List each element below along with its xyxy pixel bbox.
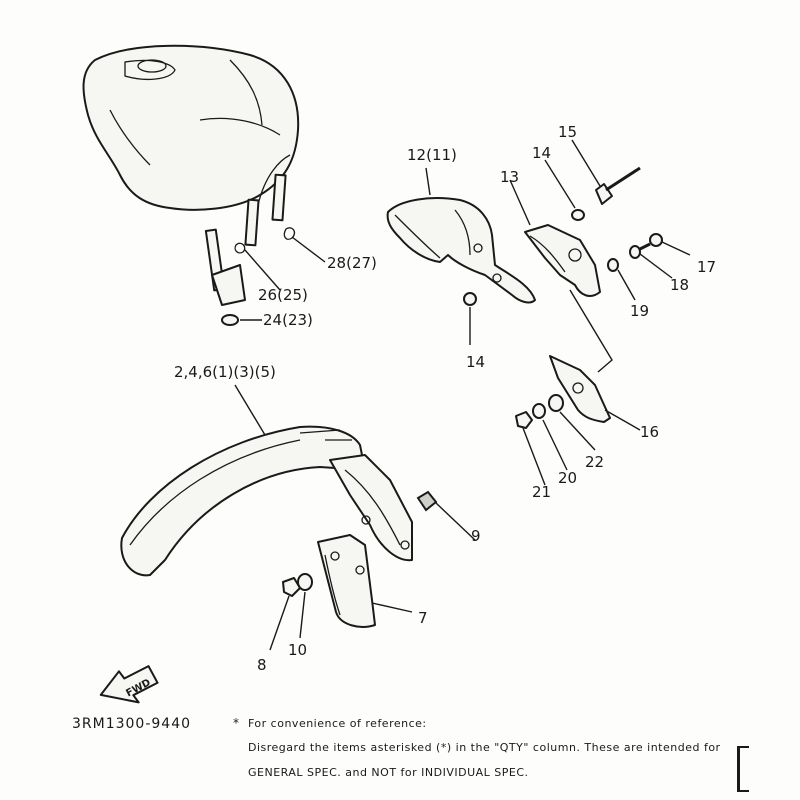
bolt-9 (416, 490, 438, 512)
callout-13: 13 (500, 168, 519, 186)
washer-19 (607, 258, 619, 272)
washer-10 (297, 573, 313, 591)
headlight-bracket-13 (524, 224, 601, 297)
callout-14-upper: 14 (532, 144, 551, 162)
nut-8 (282, 577, 301, 597)
callout-21: 21 (532, 483, 551, 501)
callout-24-23: 24(23) (263, 311, 313, 329)
callout-14-lower: 14 (466, 353, 485, 371)
washer-18 (629, 245, 641, 259)
note-line-2: Disregard the items asterisked (*) in th… (248, 741, 721, 754)
collar-22 (548, 394, 564, 412)
bolt-15 (595, 166, 641, 205)
washer-20 (532, 403, 546, 419)
callout-26-25: 26(25) (258, 286, 308, 304)
callout-18: 18 (670, 276, 689, 294)
mud-guard-7 (317, 534, 376, 628)
front-fender (120, 425, 413, 577)
bolt-17 (639, 233, 663, 251)
callout-8: 8 (257, 656, 267, 674)
fuel-tank (82, 44, 300, 211)
note-line-1: For convenience of reference: (248, 717, 427, 730)
asterisk-mark: * (233, 716, 240, 730)
washer-14-upper (571, 209, 585, 221)
callout-17: 17 (697, 258, 716, 276)
callout-16: 16 (640, 423, 659, 441)
callout-20: 20 (558, 469, 577, 487)
hose-clip-28 (283, 227, 296, 240)
corner-bracket (737, 746, 749, 792)
fuel-hose-right (244, 154, 291, 247)
callout-10: 10 (288, 641, 307, 659)
callout-15: 15 (558, 123, 577, 141)
leader-lines (234, 139, 691, 651)
fuel-hose-left (204, 228, 246, 306)
diagram-part-number: 3RM1300-9440 (72, 716, 192, 732)
callout-28-27: 28(27) (327, 254, 377, 272)
fwd-arrow: FWD (99, 665, 159, 704)
callout-12-11: 12(11) (407, 146, 457, 164)
callout-9: 9 (471, 527, 481, 545)
callout-labels: 12(11) 13 14 15 17 18 19 14 16 22 20 21 … (174, 123, 716, 674)
callout-19: 19 (630, 302, 649, 320)
callout-7: 7 (418, 609, 428, 627)
headlight-housing (386, 197, 536, 304)
callout-2-4-6: 2,4,6(1)(3)(5) (174, 363, 276, 381)
nut-21 (515, 411, 533, 429)
washer-14-lower (463, 292, 477, 306)
hose-clip-26 (234, 242, 246, 254)
note-line-3: GENERAL SPEC. and NOT for INDIVIDUAL SPE… (248, 766, 529, 779)
callout-22: 22 (585, 453, 604, 471)
number-plate-16 (549, 355, 611, 423)
washer-24 (221, 314, 239, 326)
